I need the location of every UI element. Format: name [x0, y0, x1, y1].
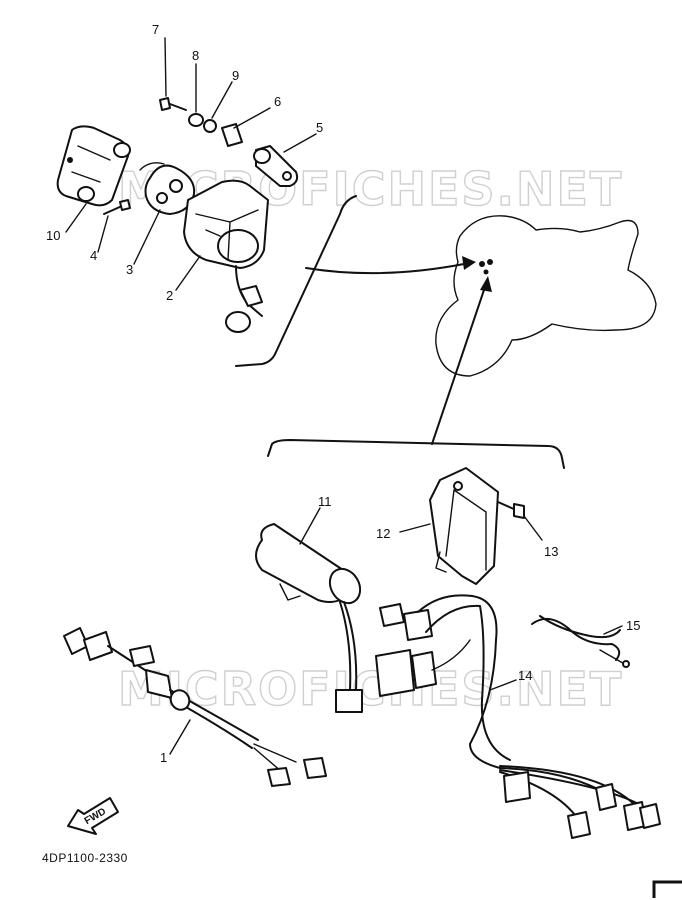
wire-harness-drawing: [375, 594, 661, 839]
drawing-code: 4DP1100-2330: [42, 851, 128, 865]
main-switch-group: [56, 97, 357, 367]
callout-3: 3: [126, 262, 133, 277]
callout-6: 6: [274, 94, 281, 109]
watermark-lower: MICROFICHES.NET: [118, 662, 623, 716]
callout-5: 5: [316, 120, 323, 135]
screw-drawing: [103, 199, 131, 215]
bolt-13-drawing: [497, 501, 525, 519]
callout-10: 10: [46, 228, 60, 243]
leader-lines-upper: [65, 37, 317, 291]
spring-washer-drawing: [203, 119, 217, 133]
switch-plate-drawing: [139, 162, 196, 215]
group-brace-upper: [235, 195, 357, 367]
collar-drawing: [221, 123, 243, 147]
callout-11: 11: [318, 494, 332, 509]
callout-8: 8: [192, 48, 199, 63]
leader-lines-lower: [169, 507, 623, 755]
callout-2: 2: [166, 288, 173, 303]
forward-arrow-icon: FWD: [67, 797, 119, 835]
callout-14: 14: [518, 668, 532, 683]
cable-drawing: [63, 627, 327, 787]
callout-13: 13: [544, 544, 558, 559]
callout-15: 15: [626, 618, 640, 633]
group-brace-lower: [267, 439, 565, 469]
condenser-drawing: [255, 523, 363, 713]
switch-bracket-drawing: [56, 125, 131, 207]
rectifier-drawing: [429, 467, 499, 585]
callout-4: 4: [90, 248, 97, 263]
location-arrows: [305, 256, 492, 445]
switch-body-drawing: [183, 179, 269, 333]
washer-drawing: [188, 113, 204, 127]
callout-12: 12: [376, 526, 390, 541]
stay-drawing: [253, 145, 299, 187]
callout-9: 9: [232, 68, 239, 83]
callout-7: 7: [152, 22, 159, 37]
motorcycle-silhouette: [435, 215, 657, 377]
corner-mark: [652, 880, 682, 898]
callout-1: 1: [160, 750, 167, 765]
clamp-drawing: [531, 615, 630, 668]
bolt-drawing: [159, 97, 187, 111]
